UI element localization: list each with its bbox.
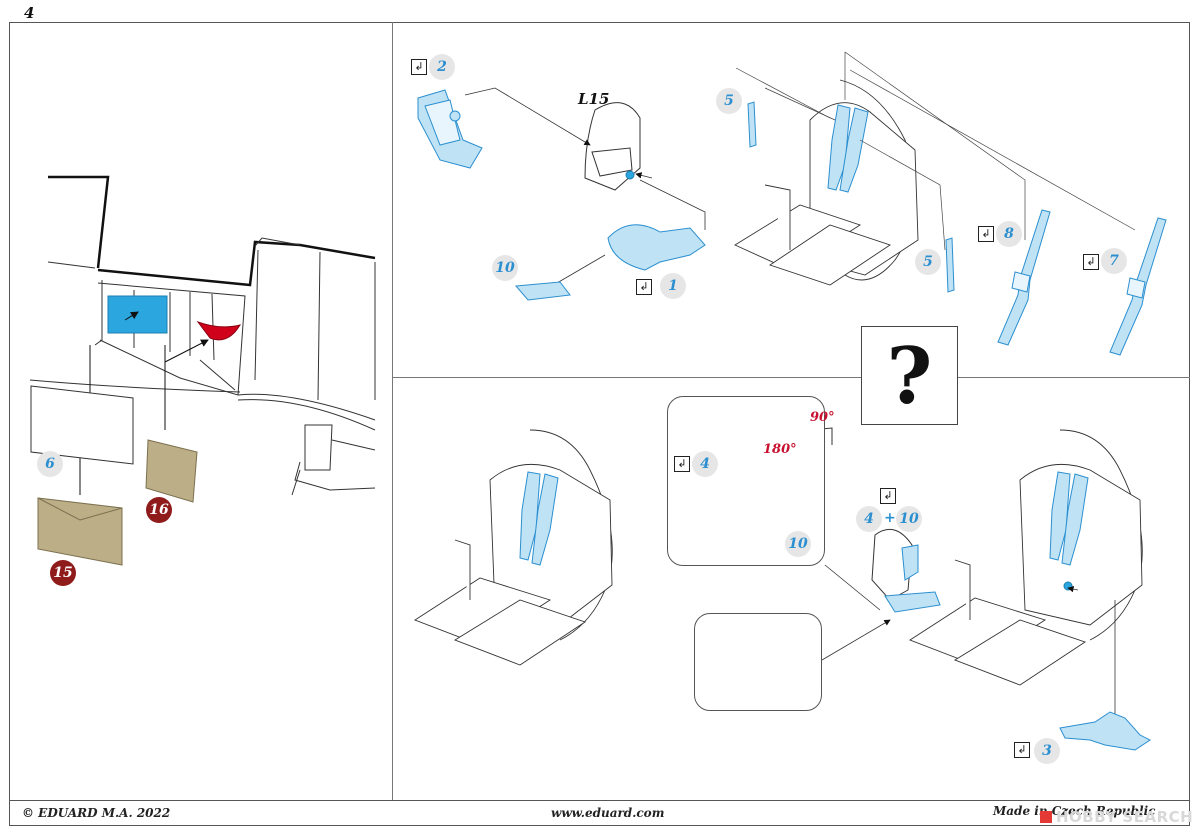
check-icon-7: ↲: [1083, 254, 1099, 270]
watermark-text: HOBBY SEARCH: [1056, 808, 1194, 826]
footer-origin: Made in Czech Republic: [993, 804, 1156, 818]
callout-5-a: 5: [716, 88, 742, 114]
question-mark: ?: [886, 331, 933, 422]
callout-4-b: 4: [856, 506, 882, 532]
pe-part-5-b: [945, 237, 955, 293]
check-icon-8: ↲: [978, 226, 994, 242]
inset-buckle-detail: [694, 613, 822, 711]
footer-rule: [9, 800, 1190, 801]
part-16-tan: [145, 439, 198, 503]
pe-part-5-a: [747, 101, 757, 148]
callout-1: 1: [660, 273, 686, 299]
instruction-frame: [9, 22, 1190, 826]
callout-8: 8: [996, 221, 1022, 247]
seat-belts-bottom-left: [519, 471, 559, 566]
seat-l15: [584, 102, 641, 191]
seat-belts-bottom-right: [1049, 471, 1089, 566]
seat-assembly-bottom-left: [414, 429, 613, 666]
pe-part-3: [1059, 711, 1151, 751]
check-icon-4: ↲: [674, 456, 690, 472]
callout-10-b: 10: [785, 531, 811, 557]
blue-panel-part: [107, 295, 168, 334]
pe-part-2: [417, 89, 483, 169]
part-15-tan: [37, 497, 123, 566]
watermark: HOBBY SEARCH: [1040, 808, 1193, 826]
red-panel-part: [196, 320, 242, 341]
check-icon-3: ↲: [1014, 742, 1030, 758]
callout-10-c: 10: [896, 506, 922, 532]
callout-2: 2: [429, 54, 455, 80]
pe-part-10-a: [514, 281, 571, 301]
callout-6: 6: [37, 451, 63, 477]
footer-website[interactable]: www.eduard.com: [551, 806, 665, 820]
part-6-panel: [30, 385, 134, 465]
callout-7: 7: [1101, 248, 1127, 274]
angle-90-label: 90°: [810, 410, 835, 425]
plus-sign: +: [884, 510, 896, 526]
callout-15: 15: [50, 560, 76, 586]
page-number: 4: [24, 4, 35, 22]
check-icon-4-10: ↲: [880, 488, 896, 504]
pe-part-1: [607, 224, 706, 271]
seat-assembly-bottom-right: [909, 429, 1143, 686]
footer-copyright: © EDUARD M.A. 2022: [22, 806, 171, 820]
horizontal-divider: [393, 377, 1190, 378]
part-label-l15: L15: [578, 90, 610, 108]
seat-belts-top: [827, 104, 869, 193]
watermark-logo-icon: [1040, 811, 1052, 823]
pe-part-7: [1109, 217, 1167, 356]
callout-16: 16: [146, 497, 172, 523]
callout-10-a: 10: [492, 255, 518, 281]
angle-180-label: 180°: [763, 442, 797, 457]
check-icon-1: ↲: [636, 279, 652, 295]
callout-4: 4: [692, 451, 718, 477]
cockpit-side-wall: [29, 175, 376, 496]
callout-5-b: 5: [915, 249, 941, 275]
pe-part-8: [997, 209, 1051, 346]
check-icon-2: ↲: [411, 59, 427, 75]
callout-3: 3: [1034, 738, 1060, 764]
vertical-divider: [392, 22, 393, 800]
seat-assembly-top: [734, 79, 919, 286]
pe-buckle-assembly: [871, 528, 941, 613]
unknown-part-box: ?: [861, 326, 958, 425]
